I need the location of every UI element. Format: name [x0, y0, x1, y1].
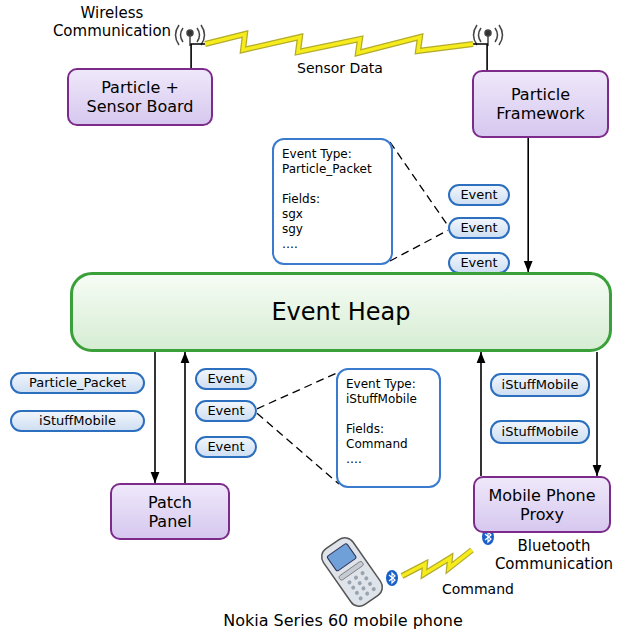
flow-arrow [597, 352, 598, 476]
event-pill: Event [195, 400, 257, 422]
antenna-waves [176, 25, 205, 45]
callout-leader [390, 142, 448, 226]
bolt-fill [205, 34, 473, 53]
event-pill: Event [448, 217, 510, 239]
phone-key [364, 591, 370, 597]
node-label: Particle Framework [485, 85, 597, 123]
bluetooth-rune [389, 573, 395, 583]
mobile-phone [318, 534, 386, 610]
edge-label: Sensor Data [294, 60, 386, 76]
phone-key [358, 596, 364, 602]
antenna-waves [474, 25, 503, 45]
bolt-outline [402, 550, 472, 576]
phone-key [360, 570, 366, 576]
event-callout: Event Type: iStuffMobileFields: Command … [336, 368, 441, 488]
phone-hinge [338, 561, 364, 581]
node-label: iStuffMobile [502, 377, 579, 393]
event-pill: Event [448, 252, 510, 274]
flow-arrow [481, 352, 482, 476]
connector-line [527, 138, 529, 272]
node-label: Event [460, 255, 497, 271]
node-label: Mobile Phone Proxy [485, 486, 599, 524]
bluetooth-rune [485, 532, 491, 542]
connector-line [257, 372, 339, 409]
antenna-left [176, 25, 205, 46]
field-list: Fields: sgx sgy …. [282, 192, 320, 252]
phone-key [371, 586, 377, 592]
flow-arrow [155, 352, 156, 483]
phone-key [354, 590, 360, 596]
phone-key [350, 585, 356, 591]
event-callout: Event Type: Particle_PacketFields: sgx s… [272, 138, 393, 265]
node-label: Particle_Packet [29, 375, 126, 391]
event-pill: iStuffMobile [490, 420, 590, 444]
component-box: Particle + Sensor Board [67, 68, 213, 126]
callout-leader [257, 372, 339, 409]
bolt-fill [402, 550, 472, 576]
event-pill: Event [448, 184, 510, 206]
phone-key [367, 581, 373, 587]
phone-key [353, 575, 359, 581]
phone-keypad [347, 570, 377, 601]
node-label: Event Heap [271, 298, 410, 326]
component-box: Mobile Phone Proxy [473, 476, 611, 533]
bluetooth-badge [386, 570, 398, 586]
flow-arrow [185, 352, 186, 483]
connector-line [480, 352, 482, 476]
event-heap-bar: Event Heap [70, 272, 612, 352]
phone-key [347, 580, 353, 586]
bolt-outline [205, 34, 473, 53]
event-pill: iStuffMobile [490, 373, 590, 397]
node-label: Particle + Sensor Board [79, 78, 201, 116]
antenna-tip [485, 30, 491, 36]
antenna-right [474, 25, 503, 46]
callout-leader [257, 413, 339, 484]
bluetooth-icon [386, 570, 398, 586]
antenna-caption: Wireless Communication [44, 4, 180, 40]
node-label: Event [207, 371, 244, 387]
field-list: Fields: Command …. [346, 422, 408, 467]
connector-line [184, 352, 186, 483]
node-label: Event [460, 187, 497, 203]
connector-line [390, 230, 448, 261]
node-label: iStuffMobile [502, 424, 579, 440]
event-pill: iStuffMobile [10, 410, 145, 432]
connector-line [596, 352, 598, 476]
link-caption: Bluetooth Communication [484, 537, 624, 573]
node-label: Patch Panel [130, 493, 210, 531]
bluetooth-bolt [402, 550, 472, 576]
node-label: iStuffMobile [39, 413, 116, 429]
node-label: Event Type: iStuffMobile [346, 377, 431, 407]
node-label: Event Type: Particle_Packet [282, 147, 383, 177]
node-label: Event [207, 403, 244, 419]
component-box: Particle Framework [472, 70, 609, 138]
event-pill: Event [195, 368, 257, 390]
phone-key [357, 580, 363, 586]
event-pill: Particle_Packet [10, 372, 145, 394]
connector-line [390, 142, 448, 226]
link-caption: Command [442, 580, 514, 598]
phone-key [361, 586, 367, 592]
connector-line [257, 413, 339, 484]
node-label: Event [207, 439, 244, 455]
component-box: Patch Panel [110, 483, 230, 540]
device-caption: Nokia Series 60 mobile phone [180, 612, 506, 630]
connector-line [154, 352, 156, 483]
antenna-tip [187, 30, 193, 36]
flow-arrow [528, 138, 529, 272]
callout-leader [390, 230, 448, 261]
phone-key [364, 576, 370, 582]
node-label: Event [460, 220, 497, 236]
phone-body [318, 534, 386, 610]
event-pill: Event [195, 436, 257, 458]
